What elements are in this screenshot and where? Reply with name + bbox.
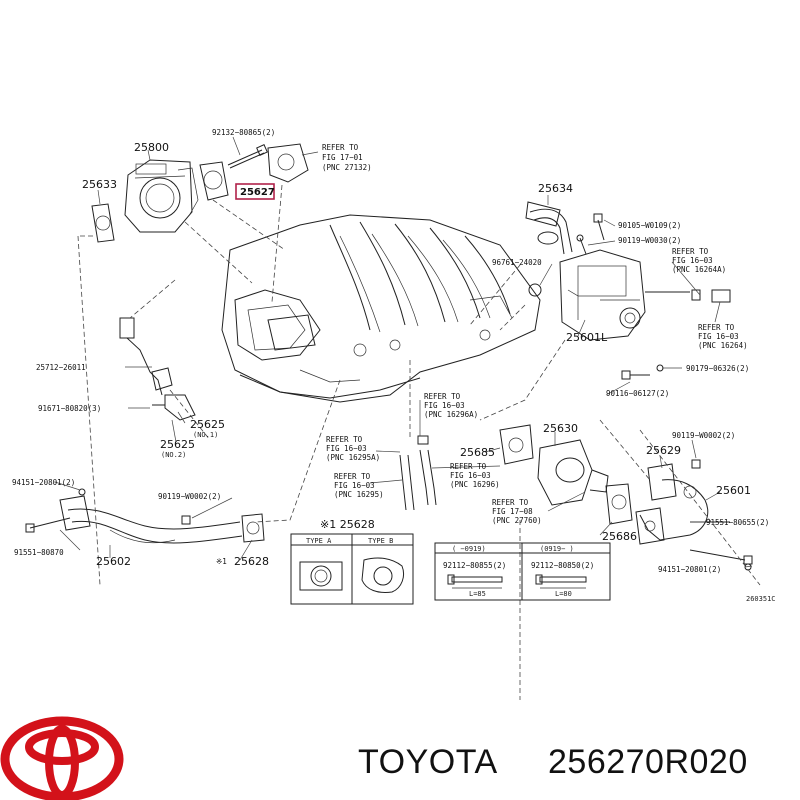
type-a-label: TYPE A [306, 537, 332, 545]
brand-part-number: 256270R020 [548, 743, 748, 781]
refer-line: (PNC 16264) [698, 341, 748, 350]
refer-line: REFER TO [424, 392, 461, 401]
mark: ※1 [216, 557, 227, 566]
label-25712: 25712−26011 [36, 363, 86, 372]
refer-line: FIG 16−03 [698, 332, 739, 341]
refer-line: FIG 16−03 [424, 401, 465, 410]
refer-16296a: REFER TO FIG 16−03 (PNC 16296A) [424, 392, 478, 419]
dashed-outlines [77, 184, 761, 700]
gasket-25633-drawing [91, 203, 115, 243]
label-25686: 25686 [602, 530, 637, 543]
refer-line: (PNC 16296A) [424, 410, 478, 419]
col-b-length: L=80 [555, 590, 572, 598]
label-bolt-90105: 90105−W0109(2) [618, 221, 681, 230]
part-number: 25625 [160, 438, 195, 451]
label-25601: 25601 [716, 484, 751, 497]
label-25800: 25800 [134, 141, 169, 154]
egr-pipe-25602-drawing [25, 488, 265, 544]
part-number: 25628 [234, 555, 269, 568]
refer-27760: REFER TO FIG 17−08 (PNC 27760) [492, 498, 542, 525]
refer-16264a: REFER TO FIG 16−03 (PNC 16264A) [672, 247, 726, 274]
intake-manifold-drawing [221, 214, 541, 403]
refer-line: FIG 16−03 [334, 481, 375, 490]
refer-line: (PNC 16295A) [326, 453, 380, 462]
refer-16264: REFER TO FIG 16−03 (PNC 16264) [698, 323, 748, 350]
refer-16296: REFER TO FIG 16−03 (PNC 16296) [450, 462, 500, 489]
throttle-cover-drawing [227, 143, 309, 183]
label-bolt-94151a: 94151−20801(2) [12, 478, 75, 487]
label-bolt-90179: 90179−06326(2) [686, 364, 749, 373]
refer-line: REFER TO [322, 143, 359, 152]
refer-line: REFER TO [492, 498, 529, 507]
diagram-code: 260351C [746, 595, 776, 603]
refer-line: FIG 16−03 [326, 444, 367, 453]
refer-line: REFER TO [672, 247, 709, 256]
label-bolt-90119a: 90119−W0030(2) [618, 236, 681, 245]
refer-line: (PNC 27132) [322, 163, 372, 172]
label-25629: 25629 [646, 444, 681, 457]
egr-cooler-drawing [499, 424, 753, 571]
bolt-length-table: ( −0919) (0919− ) 92112−80855(2) 92112−8… [434, 542, 611, 601]
refer-line: (PNC 16264A) [672, 265, 726, 274]
label-25628: ※1 25628 [216, 555, 269, 568]
label-ring-96761: 96761−24020 [492, 258, 542, 267]
leader-lines [54, 136, 753, 568]
refer-line: (PNC 16295) [334, 490, 384, 499]
part-variant: (NO.2) [161, 451, 186, 459]
refer-line: REFER TO [334, 472, 371, 481]
refer-line: (PNC 27760) [492, 516, 542, 525]
col-a-header: ( −0919) [452, 545, 486, 553]
refer-line: FIG 17−01 [322, 153, 363, 162]
label-bolt-90116: 90116−06127(2) [606, 389, 669, 398]
refer-line: REFER TO [326, 435, 363, 444]
refer-line: REFER TO [450, 462, 487, 471]
label-25627: 25627 [240, 187, 275, 198]
refer-16295a: REFER TO FIG 16−03 (PNC 16295A) [326, 435, 380, 462]
label-bolt-91671: 91671−80820(3) [38, 404, 101, 413]
label-25625-no2: 25625 (NO.2) [160, 438, 195, 459]
table-header: ※1 25628 [320, 518, 375, 531]
egr-valve-drawing [525, 201, 731, 380]
part-variant: (NO.1) [193, 431, 218, 439]
gasket-type-table: ※1 25628 TYPE A TYPE B [290, 518, 414, 605]
label-25602: 25602 [96, 555, 131, 568]
label-25625-no1: 25625 (NO.1) [190, 418, 225, 439]
refer-27132: REFER TO FIG 17−01 (PNC 27132) [322, 143, 372, 172]
label-bolt-92132: 92132−80865(2) [212, 128, 275, 137]
label-bolt-91551b: 91551−80655(2) [706, 518, 769, 527]
hoses-drawing [399, 435, 437, 511]
bracket-25712-drawing [119, 317, 196, 421]
label-25633: 25633 [82, 178, 117, 191]
label-bolt-90119c: 90119−W0002(2) [158, 492, 221, 501]
type-b-label: TYPE B [368, 537, 393, 545]
refer-line: FIG 16−03 [672, 256, 713, 265]
label-bolt-90119b: 90119−W0002(2) [672, 431, 735, 440]
refer-line: REFER TO [698, 323, 735, 332]
col-a-part: 92112−80855(2) [443, 561, 506, 570]
col-b-header: (0919− ) [540, 545, 574, 553]
brand-name: TOYOTA [358, 743, 498, 781]
label-25601L: 25601L [566, 331, 608, 344]
throttle-body-drawing [124, 159, 199, 233]
col-a-length: L=85 [469, 590, 486, 598]
gasket-25627-drawing [199, 161, 229, 201]
highlighted-part-callout[interactable]: 25627 [235, 183, 275, 200]
col-b-part: 92112−80850(2) [531, 561, 594, 570]
refer-16295: REFER TO FIG 16−03 (PNC 16295) [334, 472, 384, 499]
label-25634: 25634 [538, 182, 573, 195]
label-25685: 25685 [460, 446, 495, 459]
highlight-box [235, 183, 275, 200]
part-number: 25625 [190, 418, 225, 431]
refer-line: (PNC 16296) [450, 480, 500, 489]
toyota-logo [0, 716, 124, 800]
label-bolt-94151b: 94151−20801(2) [658, 565, 721, 574]
label-25630: 25630 [543, 422, 578, 435]
refer-line: FIG 17−08 [492, 507, 533, 516]
refer-line: FIG 16−03 [450, 471, 491, 480]
label-bolt-91551a: 91551−80870 [14, 548, 64, 557]
